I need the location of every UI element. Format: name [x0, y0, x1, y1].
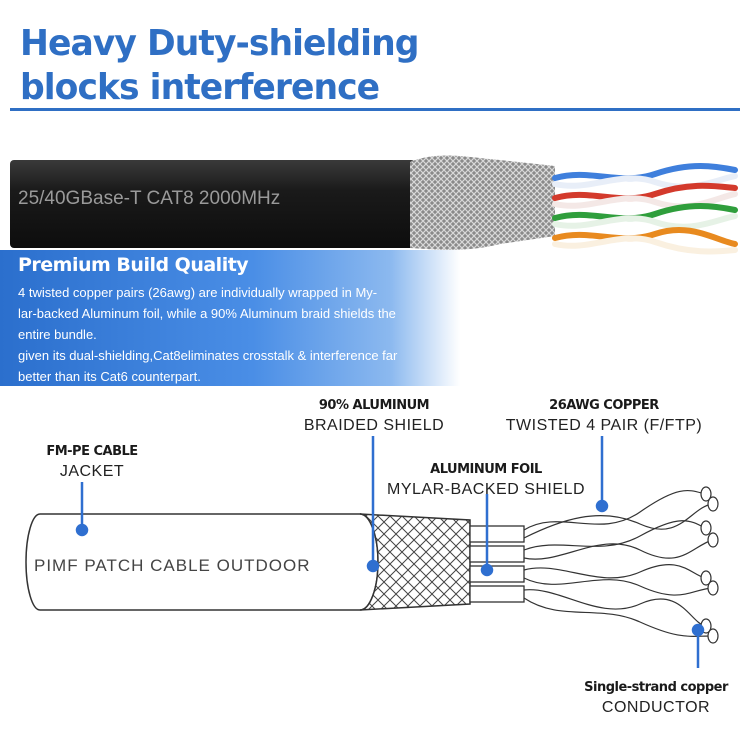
- label-copper-title: 26AWG COPPER: [549, 398, 659, 413]
- label-braid-desc: BRAIDED SHIELD: [303, 417, 445, 434]
- label-copper: 26AWG COPPER TWISTED 4 PAIR (F/FTP): [484, 396, 724, 436]
- info-line: entire bundle.: [18, 327, 97, 342]
- headline-line-2: blocks interference: [20, 67, 380, 108]
- label-braid: 90% ALUMINUM BRAIDED SHIELD: [286, 396, 462, 436]
- label-jacket-desc: JACKET: [59, 463, 125, 480]
- callout-lines: [75, 436, 705, 668]
- info-description: 4 twisted copper pairs (26awg) are indiv…: [18, 282, 446, 387]
- cable-print-text: 25/40GBase-T CAT8 2000MHz: [18, 188, 280, 209]
- info-line: 4 twisted copper pairs (26awg) are indiv…: [18, 285, 378, 300]
- diagram-twisted-pairs: [523, 490, 713, 637]
- info-line: lar-backed Aluminum foil, while a 90% Al…: [18, 306, 396, 321]
- label-foil-title: ALUMINUM FOIL: [430, 462, 542, 477]
- jacket-print-text: PIMF PATCH CABLE OUTDOOR: [34, 556, 311, 575]
- headline: Heavy Duty-shielding blocks interference: [20, 22, 419, 110]
- cable-photo: 25/40GBase-T CAT8 2000MHz: [10, 155, 738, 255]
- label-jacket-title: FM-PE CABLE: [46, 444, 138, 459]
- diagram-foil: [469, 525, 525, 603]
- label-jacket: FM-PE CABLE JACKET: [32, 442, 152, 482]
- info-heading: Premium Build Quality: [18, 254, 249, 276]
- label-foil: ALUMINUM FOIL MYLAR-BACKED SHIELD: [368, 460, 604, 500]
- label-conductor-title: Single-strand copper: [584, 680, 728, 695]
- info-panel: Premium Build Quality 4 twisted copper p…: [0, 250, 460, 386]
- info-line: better than its Cat6 counterpart.: [18, 369, 201, 384]
- label-copper-desc: TWISTED 4 PAIR (F/FTP): [505, 417, 703, 434]
- header-divider: [10, 108, 740, 111]
- label-conductor-desc: CONDUCTOR: [601, 699, 711, 716]
- headline-line-1: Heavy Duty-shielding: [20, 23, 419, 64]
- braid-shield-photo: [410, 155, 555, 250]
- diagram-braid: [359, 513, 471, 611]
- label-conductor: Single-strand copper CONDUCTOR: [566, 678, 746, 718]
- twisted-pairs-photo: [552, 163, 738, 255]
- conductor-ends: [700, 486, 719, 644]
- label-foil-desc: MYLAR-BACKED SHIELD: [387, 481, 585, 498]
- cable-diagram: PIMF PATCH CABLE OUTDOOR: [25, 436, 719, 668]
- info-line: given its dual-shielding,Cat8eliminates …: [18, 348, 398, 363]
- label-braid-title: 90% ALUMINUM: [318, 398, 430, 413]
- cable-jacket-photo: [10, 160, 415, 248]
